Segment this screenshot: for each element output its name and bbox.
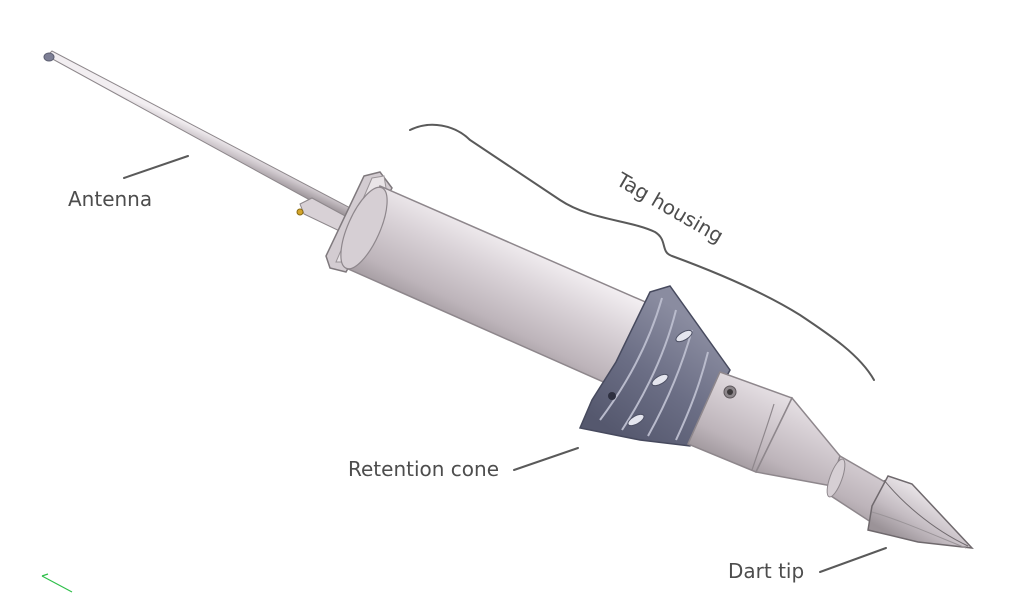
tag-housing-bracket	[409, 123, 875, 381]
antenna-leader-line	[123, 155, 189, 179]
forward-body-part	[687, 371, 841, 487]
dart-tip-label: Dart tip	[728, 559, 804, 583]
tag-housing-part	[340, 185, 652, 385]
dart-tip-part	[867, 475, 974, 549]
dart-tip-leader-line	[819, 547, 887, 573]
axis-marker-icon	[41, 573, 73, 593]
retention-cone-label: Retention cone	[348, 457, 499, 481]
retention-cone-leader-line	[513, 447, 579, 471]
tag-housing-label: Tag housing	[612, 167, 728, 248]
retention-cone-part	[578, 285, 731, 447]
antenna-label: Antenna	[68, 187, 152, 211]
